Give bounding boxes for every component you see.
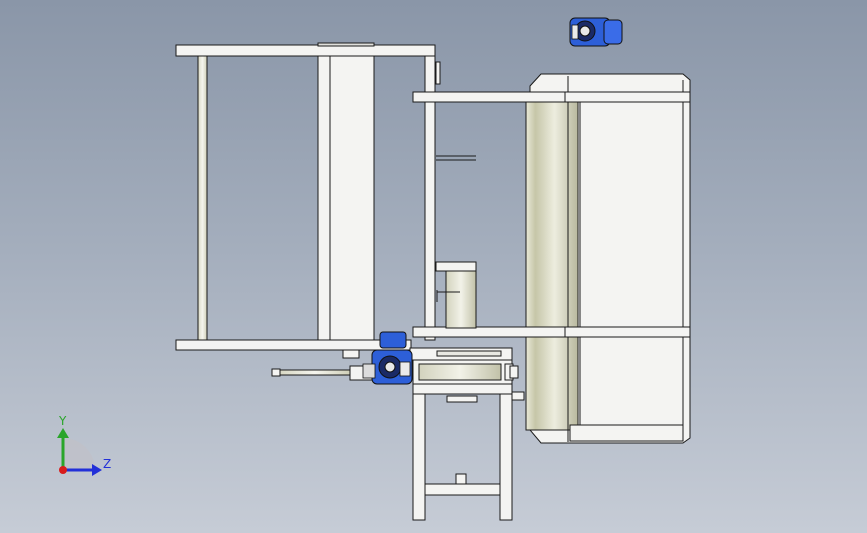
hopper-top-beam[interactable]: [412, 91, 691, 103]
carriage-cylinder[interactable]: [418, 363, 502, 381]
frame-right-post[interactable]: [424, 55, 436, 341]
support-stand[interactable]: [412, 383, 513, 521]
coordinate-triad: [57, 428, 102, 476]
x-axis-origin-icon: [59, 466, 67, 474]
left-frame[interactable]: [175, 42, 477, 359]
y-axis-label: Y: [59, 414, 67, 428]
vertical-tube-group[interactable]: [436, 270, 477, 329]
hopper-assembly[interactable]: [412, 73, 691, 444]
frame-left-rod[interactable]: [197, 55, 208, 341]
triad-quadrant: [63, 438, 95, 470]
y-axis-arrow-icon: [57, 428, 69, 438]
vertical-tube[interactable]: [445, 270, 477, 329]
actuator-rod[interactable]: [279, 369, 351, 376]
frame-center-column[interactable]: [317, 55, 375, 341]
gear-motor-upper[interactable]: [569, 17, 623, 47]
z-axis-arrow-icon: [92, 464, 102, 476]
frame-bottom-beam[interactable]: [175, 339, 412, 351]
z-axis-label: Z: [103, 457, 112, 471]
hopper-mid-beam[interactable]: [412, 326, 691, 338]
drum-cylinder[interactable]: [525, 99, 579, 431]
frame-top-beam[interactable]: [175, 44, 436, 57]
actuator-assembly[interactable]: [271, 347, 525, 401]
gear-motor-lower[interactable]: [362, 331, 413, 385]
